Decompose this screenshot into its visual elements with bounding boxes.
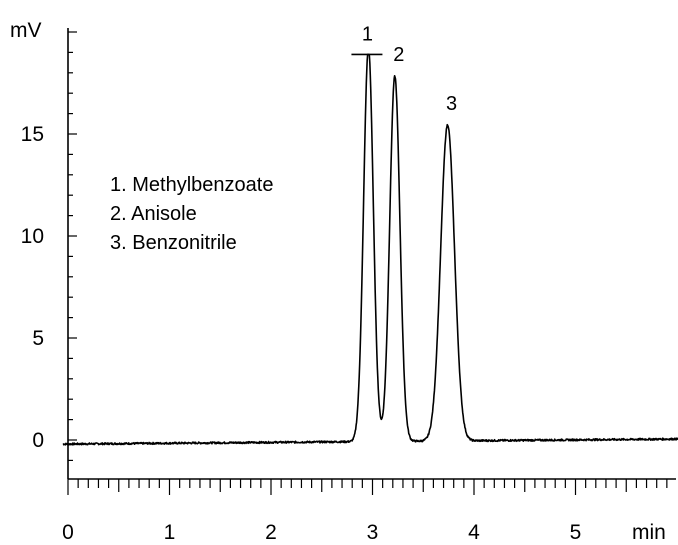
- peak-label: 2: [393, 44, 404, 66]
- legend-entry: 3. Benzonitrile: [110, 232, 237, 254]
- y-axis-unit-label: mV: [10, 19, 42, 42]
- peak-annotations: 12 3: [351, 23, 457, 115]
- x-tick-label: 0: [62, 521, 74, 544]
- x-axis-unit-label: min: [632, 521, 666, 544]
- y-tick-label: 0: [32, 429, 44, 452]
- y-ticks: 0 5 10 15: [21, 31, 77, 461]
- legend: 1. Methylbenzoate 2. Anisole 3. Benzonitri…: [110, 174, 273, 254]
- x-tick-label: 5: [570, 521, 582, 544]
- chromatogram-trace: [62, 53, 678, 446]
- y-tick-label: 10: [21, 225, 44, 248]
- x-tick-label: 1: [164, 521, 176, 544]
- peak-label: 3: [446, 93, 457, 115]
- x-tick-label: 4: [468, 521, 480, 544]
- x-tick-label: 2: [265, 521, 277, 544]
- x-tick-label: 3: [367, 521, 379, 544]
- legend-entry: 2. Anisole: [110, 203, 197, 225]
- y-tick-label: 5: [32, 327, 44, 350]
- peak-label: 1: [362, 23, 373, 45]
- y-tick-label: 15: [21, 123, 44, 146]
- x-ticks: 0 1 2 3 4 5: [62, 479, 668, 544]
- legend-entry: 1. Methylbenzoate: [110, 174, 273, 196]
